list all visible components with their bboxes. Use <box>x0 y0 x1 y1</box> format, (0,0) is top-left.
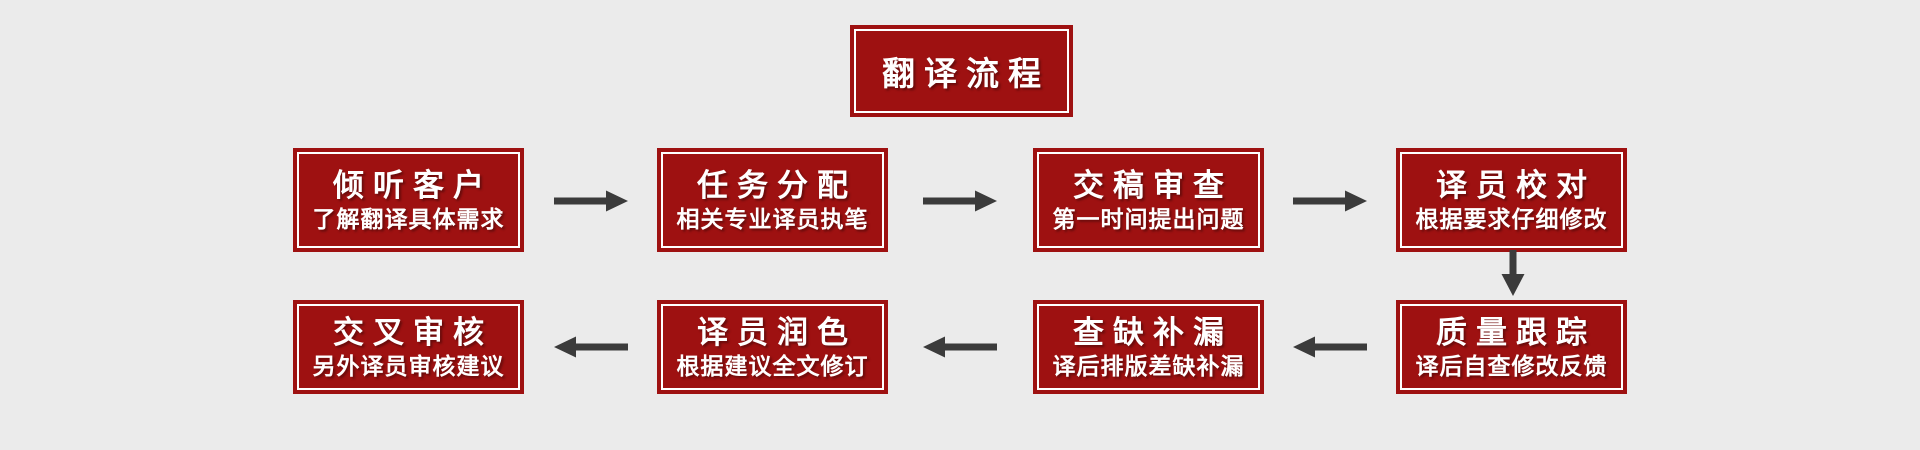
step-subtitle: 译后自查修改反馈 <box>1415 353 1608 380</box>
flow-title-box: 翻译流程 <box>854 29 1069 113</box>
step-title: 交叉审核 <box>333 314 493 350</box>
arrow-left-icon <box>554 335 628 359</box>
step-box-task-assignment: 任务分配 相关专业译员执笔 <box>661 152 884 248</box>
arrow-left-icon <box>923 335 997 359</box>
step-box-quality-tracking: 质量跟踪 译后自查修改反馈 <box>1400 304 1623 390</box>
step-title: 查缺补漏 <box>1073 314 1233 350</box>
step-subtitle: 根据要求仔细修改 <box>1415 206 1608 233</box>
arrow-right-icon <box>1293 189 1367 213</box>
step-subtitle: 第一时间提出问题 <box>1052 206 1245 233</box>
step-subtitle: 相关专业译员执笔 <box>676 206 869 233</box>
step-box-translator-proofreading: 译员校对 根据要求仔细修改 <box>1400 152 1623 248</box>
step-box-draft-review: 交稿审查 第一时间提出问题 <box>1037 152 1260 248</box>
step-title: 任务分配 <box>697 167 857 203</box>
arrow-left-icon <box>1293 335 1367 359</box>
step-box-translator-polishing: 译员润色 根据建议全文修订 <box>661 304 884 390</box>
step-title: 译员润色 <box>697 314 857 350</box>
step-title: 倾听客户 <box>333 167 493 203</box>
step-title: 译员校对 <box>1436 167 1596 203</box>
arrow-down-icon <box>1501 250 1525 296</box>
step-subtitle: 另外译员审核建议 <box>312 353 505 380</box>
step-box-gap-filling: 查缺补漏 译后排版差缺补漏 <box>1037 304 1260 390</box>
flow-title: 翻译流程 <box>882 55 1050 92</box>
step-subtitle: 译后排版差缺补漏 <box>1052 353 1245 380</box>
step-title: 质量跟踪 <box>1436 314 1596 350</box>
step-box-listen-client: 倾听客户 了解翻译具体需求 <box>297 152 520 248</box>
step-box-cross-review: 交叉审核 另外译员审核建议 <box>297 304 520 390</box>
step-subtitle: 了解翻译具体需求 <box>312 206 505 233</box>
arrow-right-icon <box>554 189 628 213</box>
step-subtitle: 根据建议全文修订 <box>676 353 869 380</box>
arrow-right-icon <box>923 189 997 213</box>
step-title: 交稿审查 <box>1073 167 1233 203</box>
